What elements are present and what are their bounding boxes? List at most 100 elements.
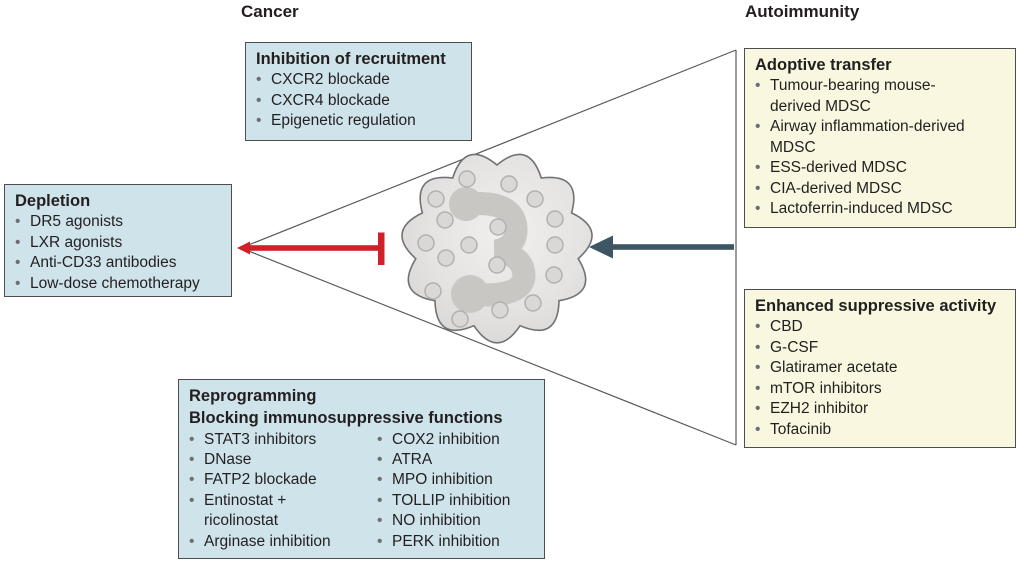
list-item: •Arginase inhibition (189, 532, 377, 552)
cell-granule-icon (436, 211, 454, 229)
list-item-label: CBD (770, 318, 803, 336)
list-item-label: Tofacinib (770, 420, 832, 438)
list-item-label: CIA-derived MDSC (770, 179, 902, 197)
bullet-icon: • (377, 450, 383, 468)
list-item-label: Entinostat + ricolinostat (204, 491, 287, 530)
list-item-label: Lactoferrin-induced MDSC (770, 199, 953, 217)
bullet-icon: • (755, 77, 761, 95)
list-item-label: COX2 inhibition (392, 430, 500, 448)
bullet-icon: • (755, 118, 761, 136)
panel-title: Reprogramming (189, 387, 317, 405)
bullet-icon: • (256, 112, 262, 130)
bullet-icon: • (377, 491, 383, 509)
list-item-label: CXCR4 blockade (271, 91, 390, 109)
list-item: • G-CSF (755, 338, 1005, 358)
panel-reprogramming: Reprogramming Blocking immunosuppressive… (178, 379, 545, 559)
panel-adoptive-transfer: Adoptive transfer •Tumour-bearing mouse-… (744, 48, 1016, 228)
panel-title: Inhibition of recruitment (256, 50, 446, 68)
list-item: •LXR agonists (15, 233, 221, 253)
bullet-list: •Tumour-bearing mouse- derived MDSC•Airw… (755, 76, 1005, 219)
panel-title: Depletion (15, 192, 91, 210)
list-item-label: DR5 agonists (30, 213, 124, 231)
bullet-icon: • (755, 359, 761, 377)
list-item-label: STAT3 inhibitors (204, 430, 317, 448)
list-item: • Epigenetic regulation (256, 111, 461, 131)
inhibition-tbar-arrow-icon (237, 232, 385, 265)
cell-granule-icon (546, 236, 564, 254)
list-item-label: G-CSF (770, 338, 819, 356)
panel-title: Adoptive transfer (755, 56, 892, 74)
bullet-icon: • (377, 430, 383, 448)
inhibition-arrow-tbar (378, 232, 385, 265)
cell-granule-icon (451, 310, 469, 328)
bullet-icon: • (755, 420, 761, 438)
bullet-icon: • (189, 532, 195, 550)
bullet-icon: • (256, 71, 262, 89)
list-item: • CXCR4 blockade (256, 91, 461, 111)
list-item: • Lactoferrin-induced MDSC (755, 199, 1005, 219)
funnel-line-top (240, 49, 737, 249)
bullet-icon: • (755, 179, 761, 197)
list-item-label: FATP2 blockade (204, 471, 317, 489)
list-item: • Anti-CD33 antibodies (15, 253, 221, 273)
bullet-icon: • (377, 532, 383, 550)
panel-subtitle: Blocking immunosuppressive functions (189, 409, 503, 428)
cell-granule-icon (524, 294, 542, 312)
bullet-icon: • (256, 91, 262, 109)
bullet-icon: • (189, 491, 195, 509)
list-item-label: PERK inhibition (392, 532, 500, 550)
bullet-icon: • (189, 430, 195, 448)
list-item-label: Low-dose chemotherapy (30, 274, 200, 292)
list-item: • Tofacinib (755, 420, 1005, 440)
list-item: • DNase (189, 450, 377, 470)
bullet-icon: • (377, 512, 383, 530)
list-item-label: Glatiramer acetate (770, 359, 898, 377)
bullet-list: • CXCR2 blockade • CXCR4 blockade • Epigeneti… (256, 70, 461, 131)
funnel-line-bottom (240, 247, 737, 446)
section-label-cancer: Cancer (241, 2, 299, 21)
bullet-icon: • (15, 274, 21, 292)
cell-granule-icon (491, 301, 509, 319)
list-item-label: Anti-CD33 antibodies (30, 254, 177, 272)
panel-enhanced-suppressive-activity: Enhanced suppressive activity • CBD • G-CSF… (744, 289, 1016, 448)
list-item: •Tumour-bearing mouse- derived MDSC (755, 76, 1005, 117)
mdsc-cell-icon (401, 153, 593, 344)
panel-inhibition-of-recruitment: Inhibition of recruitment • CXCR2 blockad… (245, 42, 472, 141)
list-item-label: DNase (204, 450, 252, 468)
list-item: •MPO inhibition (377, 470, 510, 490)
inhibition-arrow-tip (237, 241, 250, 255)
bullet-icon: • (755, 199, 761, 217)
cell-granule-icon (526, 190, 544, 208)
bullet-icon: • (755, 400, 761, 418)
cell-granule-icon (437, 249, 455, 267)
inhibition-arrow-shaft (247, 245, 378, 251)
list-item-label: CXCR2 blockade (271, 71, 390, 89)
magnification-funnel (240, 49, 737, 446)
cell-granule-icon (546, 210, 564, 228)
bullet-icon: • (755, 159, 761, 177)
list-item: •ESS-derived MDSC (755, 158, 1005, 178)
list-item-label: ATRA (392, 450, 433, 468)
list-item: • STAT3 inhibitors (189, 430, 377, 450)
list-item: • CXCR2 blockade (256, 70, 461, 90)
list-item-label: NO inhibition (392, 512, 481, 530)
panel-title: Enhanced suppressive activity (755, 297, 997, 315)
two-column-list: • STAT3 inhibitors • DNase • FATP2 blockade • E… (189, 430, 534, 553)
bullet-icon: • (189, 450, 195, 468)
bullet-icon: • (755, 379, 761, 397)
transfer-arrow-icon (589, 235, 734, 259)
panel-depletion: Depletion •DR5 agonists•LXR agonists•Ant… (4, 184, 232, 297)
bullet-icon: • (15, 213, 21, 231)
list-item: •Airway inflammation-derived MDSC (755, 117, 1005, 158)
list-item-label: mTOR inhibitors (770, 379, 882, 397)
bullet-list: • CBD • G-CSF • Glatiramer acetate • mTOR inhib… (755, 317, 1005, 440)
list-item: • ATRA (377, 450, 510, 470)
list-item: • mTOR inhibitors (755, 379, 1005, 399)
list-item: • NO inhibition (377, 511, 510, 531)
list-item-label: Epigenetic regulation (271, 112, 416, 130)
cell-granule-icon (417, 234, 435, 252)
bullet-icon: • (15, 254, 21, 272)
bullet-icon: • (755, 338, 761, 356)
